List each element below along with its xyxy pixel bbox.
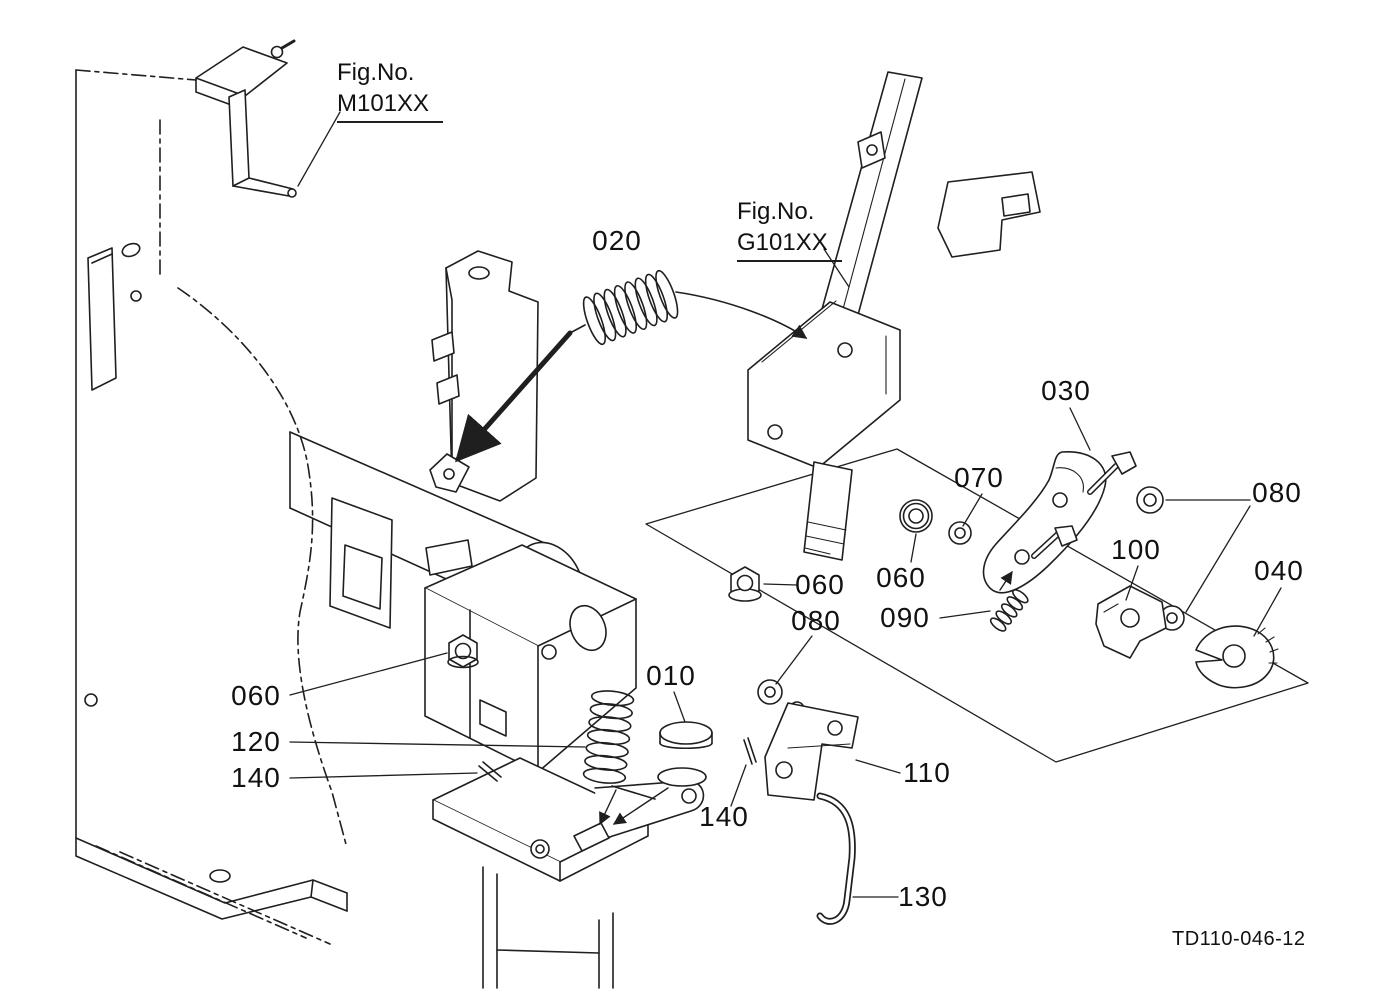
callout-080-right: 080 bbox=[1252, 477, 1302, 508]
top-left-bracket bbox=[195, 39, 297, 198]
bolt-b bbox=[1031, 525, 1078, 559]
spring-120 bbox=[582, 690, 656, 800]
callout-140-left: 140 bbox=[231, 762, 281, 793]
callout-060-center: 060 bbox=[795, 569, 845, 600]
figref-g101xx: Fig.No. G101XX bbox=[737, 196, 842, 263]
spring-020 bbox=[455, 269, 808, 463]
callout-100: 100 bbox=[1111, 534, 1161, 565]
callout-060-left: 060 bbox=[231, 680, 281, 711]
pin-140-left bbox=[478, 761, 502, 782]
callout-040: 040 bbox=[1254, 555, 1304, 586]
frame-foot bbox=[75, 837, 348, 945]
upper-bracket bbox=[429, 250, 539, 502]
spring-090 bbox=[989, 570, 1029, 632]
lower-box-bracket bbox=[424, 544, 637, 773]
washer-080-c bbox=[757, 679, 783, 705]
bracket-100 bbox=[1095, 585, 1167, 659]
pedal-assembly-arrow bbox=[599, 789, 617, 826]
hook-040 bbox=[1195, 625, 1279, 689]
frame-panel bbox=[75, 39, 348, 945]
pin-140-center bbox=[743, 737, 757, 765]
callout-090: 090 bbox=[880, 602, 930, 633]
washer-080-a bbox=[1136, 486, 1164, 514]
callout-010: 010 bbox=[646, 660, 696, 691]
callout-130: 130 bbox=[898, 881, 948, 912]
plate-030 bbox=[982, 451, 1137, 594]
drawing-number: TD110-046-12 bbox=[1172, 928, 1306, 950]
figref-label: Fig.No. bbox=[337, 59, 415, 86]
callout-020: 020 bbox=[592, 225, 642, 256]
callout-030: 030 bbox=[1041, 375, 1091, 406]
bolt-a bbox=[1087, 451, 1137, 495]
figref-code: G101XX bbox=[737, 227, 842, 263]
figref-label: Fig.No. bbox=[737, 198, 815, 225]
flange-nut-060 bbox=[728, 566, 762, 602]
figref-code: M101XX bbox=[337, 88, 444, 124]
lever-bar bbox=[811, 71, 923, 353]
mount-bracket-assembly bbox=[289, 250, 705, 989]
callout-060-bushing: 060 bbox=[876, 562, 926, 593]
callout-120: 120 bbox=[231, 726, 281, 757]
bracket-110 bbox=[764, 702, 859, 801]
pedal-arm bbox=[432, 757, 705, 882]
rod-130 bbox=[816, 792, 856, 925]
reference-plane bbox=[645, 448, 1309, 763]
washer-070 bbox=[948, 521, 972, 545]
lever-clamp-bracket bbox=[937, 171, 1041, 258]
bushing-060 bbox=[899, 499, 933, 533]
lever-assembly bbox=[747, 71, 1041, 561]
nut-060-left bbox=[447, 634, 479, 669]
figref-m101xx: Fig.No. M101XX bbox=[337, 57, 444, 124]
callout-080-center: 080 bbox=[791, 605, 841, 636]
cap-010 bbox=[612, 721, 713, 825]
callout-110: 110 bbox=[903, 757, 951, 788]
callout-070: 070 bbox=[954, 462, 1004, 493]
callout-140-center: 140 bbox=[699, 801, 749, 832]
lever-mid-bracket bbox=[747, 300, 901, 561]
leader-lines bbox=[289, 111, 1282, 898]
